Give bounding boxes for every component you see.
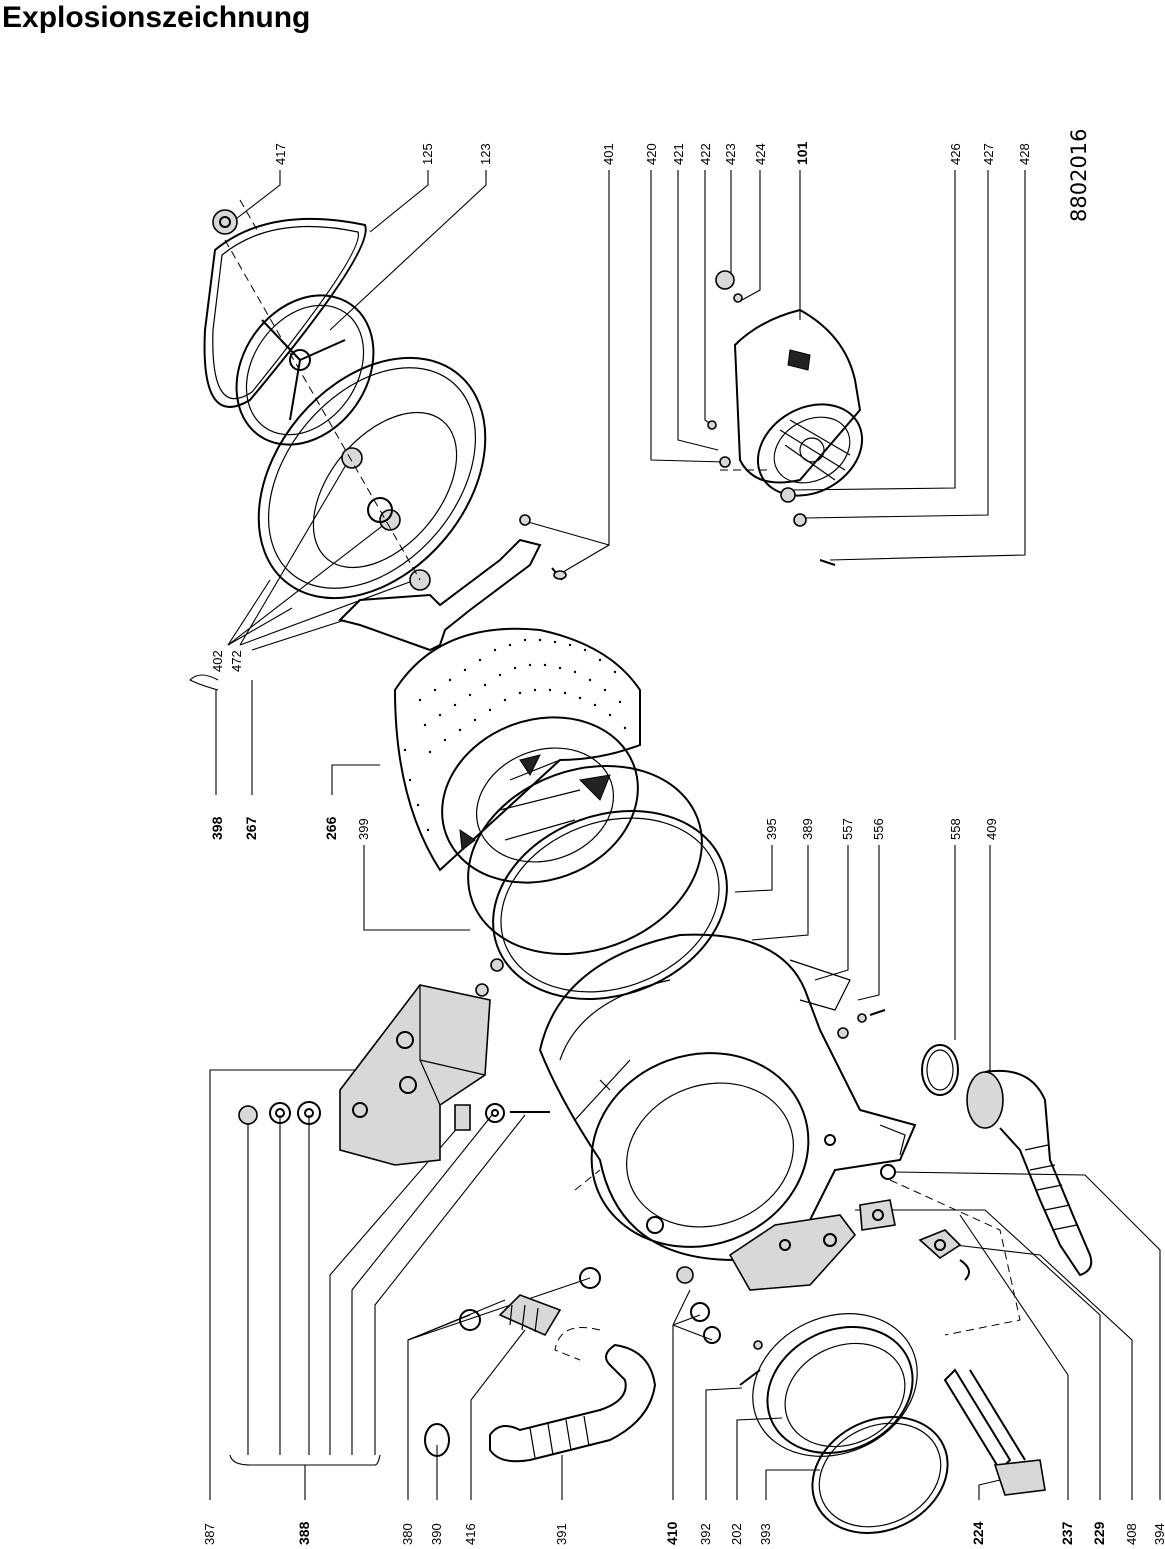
bottom-labels: 387 388 380 390 416 391 410 392 202 393 … [202, 1521, 1165, 1545]
label-224: 224 [970, 1521, 986, 1545]
label-421: 421 [671, 143, 686, 165]
label-401: 401 [601, 143, 616, 165]
part-558-clamp [921, 1044, 959, 1096]
label-422: 422 [698, 143, 713, 165]
label-398: 398 [209, 816, 225, 840]
part-410-fasteners [676, 1266, 721, 1344]
label-416: 416 [463, 1523, 478, 1545]
label-402: 402 [210, 650, 225, 672]
label-557: 557 [840, 818, 855, 840]
label-389: 389 [800, 818, 815, 840]
label-229: 229 [1091, 1521, 1107, 1545]
part-224-heater [943, 1368, 1046, 1496]
part-125-belt [203, 217, 367, 408]
label-410: 410 [664, 1521, 680, 1545]
part-389-tub [538, 933, 917, 1262]
label-472: 472 [229, 650, 244, 672]
middle-labels: 402 472 398 267 266 399 395 389 557 556 … [209, 650, 999, 840]
part-rear-flange [257, 356, 487, 600]
part-237-sensor [859, 1199, 896, 1231]
label-417: 417 [273, 143, 288, 165]
part-101-motor [707, 270, 864, 566]
part-416-spring-tube [459, 1267, 601, 1337]
part-408-gasket [918, 1229, 970, 1281]
label-426: 426 [948, 143, 963, 165]
label-556: 556 [871, 818, 886, 840]
label-123: 123 [478, 143, 493, 165]
label-399: 399 [356, 818, 371, 840]
part-409-hose [966, 1069, 1093, 1277]
label-391: 391 [554, 1523, 569, 1545]
label-427: 427 [981, 143, 996, 165]
part-229-pressure-housing [728, 1214, 857, 1291]
part-417-nut [212, 209, 238, 235]
label-387: 387 [202, 1523, 217, 1545]
label-393: 393 [758, 1523, 773, 1545]
label-380: 380 [400, 1523, 415, 1545]
part-399-395-rings [467, 764, 728, 1001]
label-392: 392 [698, 1523, 713, 1545]
part-394-plug [880, 1164, 896, 1180]
label-390: 390 [429, 1523, 444, 1545]
part-387-counterweight [238, 984, 550, 1166]
label-266: 266 [323, 816, 339, 840]
part-391-drain-hose [489, 1327, 657, 1463]
label-428: 428 [1017, 143, 1032, 165]
label-558: 558 [948, 818, 963, 840]
part-202-door-seal [752, 1313, 918, 1457]
drum-perforation [403, 638, 627, 832]
label-267: 267 [243, 816, 259, 840]
label-423: 423 [723, 143, 738, 165]
drawing-number: 8802016 [1067, 128, 1091, 222]
label-395: 395 [764, 818, 779, 840]
part-556-557-fasteners [837, 1009, 886, 1039]
label-125: 125 [420, 143, 435, 165]
part-123-pulley [235, 294, 375, 446]
label-101: 101 [794, 141, 810, 165]
part-266-drum [393, 627, 641, 884]
part-392-screw [739, 1340, 763, 1386]
label-409: 409 [984, 818, 999, 840]
part-267-spider [338, 514, 567, 652]
dashed-connections [224, 199, 1021, 1336]
top-labels: 417 125 123 401 420 421 422 423 424 101 … [273, 128, 1091, 222]
label-202: 202 [729, 1523, 744, 1545]
label-424: 424 [753, 143, 768, 165]
label-394: 394 [1152, 1523, 1165, 1545]
part-393-clamp-ring [811, 1416, 949, 1534]
label-420: 420 [644, 143, 659, 165]
page-title: Explosionszeichnung [2, 1, 311, 34]
label-388: 388 [296, 1521, 312, 1545]
part-390-cap [424, 1423, 450, 1457]
leader-lines [189, 170, 1161, 1500]
label-408: 408 [1124, 1523, 1139, 1545]
label-237: 237 [1059, 1521, 1075, 1545]
